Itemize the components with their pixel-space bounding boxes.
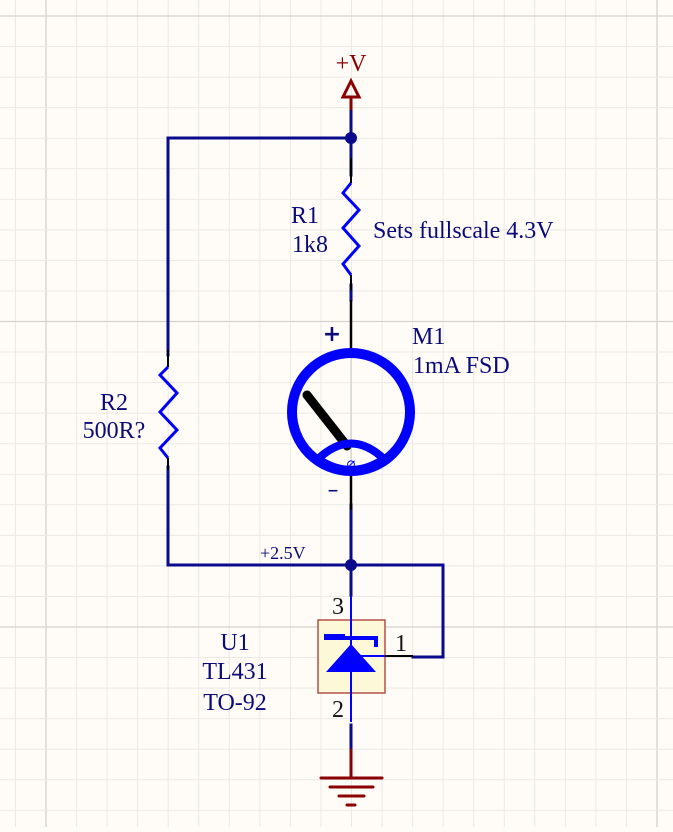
- r2-value: 500R?: [83, 418, 146, 444]
- regulator-u1[interactable]: 3 1 2 U1 TL431 TO-92: [202, 594, 413, 723]
- r2-designator: R2: [100, 390, 128, 416]
- wire-top-left[interactable]: [166, 136, 353, 357]
- resistor-icon: [340, 182, 362, 276]
- m1-plus-pin-label: +: [323, 322, 341, 347]
- power-port-label: +V: [336, 51, 368, 77]
- meter-icon: ⌀: [287, 348, 415, 476]
- u1-pin-2: 2: [332, 697, 344, 723]
- ground-icon: [319, 748, 384, 807]
- r1-designator: R1: [291, 203, 319, 229]
- resistor-r1[interactable]: R1 1k8 Sets fullscale 4.3V: [291, 158, 554, 290]
- power-arrow-icon: [340, 77, 362, 99]
- net-label-ref[interactable]: +2.5V: [260, 543, 306, 563]
- u1-package: TO-92: [203, 690, 267, 716]
- shunt-regulator-icon: [324, 596, 385, 722]
- junction-ref-node: [345, 559, 357, 571]
- junction-top: [345, 132, 357, 144]
- wire-r2-bottom[interactable]: [166, 465, 353, 567]
- m1-minus-pin-label: –: [328, 478, 339, 503]
- ground-symbol[interactable]: [319, 748, 384, 807]
- u1-part: TL431: [202, 659, 267, 685]
- u1-pin-1: 1: [395, 631, 407, 657]
- r1-comment: Sets fullscale 4.3V: [373, 218, 554, 244]
- resistor-icon: [157, 365, 180, 459]
- zero-adjust-icon: ⌀: [346, 454, 355, 472]
- u1-pin-3: 3: [332, 594, 344, 620]
- power-port-vplus[interactable]: +V: [336, 51, 368, 110]
- m1-designator: M1: [412, 324, 445, 350]
- u1-designator: U1: [220, 630, 249, 656]
- m1-value: 1mA FSD: [413, 353, 510, 379]
- r1-value: 1k8: [292, 232, 328, 258]
- meter-m1[interactable]: ⌀ + – M1 1mA FSD: [287, 300, 510, 510]
- wire-ref-loop[interactable]: [349, 563, 445, 659]
- resistor-r2[interactable]: R2 500R?: [83, 350, 180, 470]
